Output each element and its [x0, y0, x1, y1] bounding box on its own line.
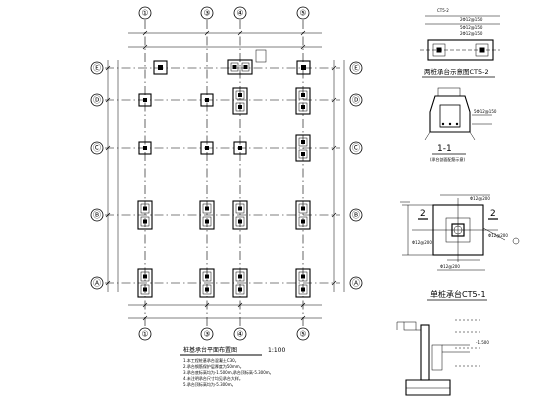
grid-label: ① [141, 9, 148, 18]
dimension-lines [105, 30, 345, 321]
detail-ct5-2: CT5-2 2Φ12@150 5Φ12@150 2Φ12@150 两桩承台示意图… [420, 8, 500, 78]
grid-bubble [138, 6, 152, 20]
grid-label: ⑤ [299, 330, 306, 339]
grid-bubbles-left: Ⓔ Ⓓ Ⓒ Ⓑ Ⓐ [90, 61, 104, 290]
pile-cap [138, 93, 152, 107]
wall-section-detail: -1.500 [396, 319, 489, 396]
section-1-1: 5Φ12@150 1-1 (承台剖面配筋示意) [424, 87, 497, 162]
pile-cap-double [137, 200, 153, 230]
pile-cap-double [295, 268, 311, 298]
pile-cap [153, 60, 168, 75]
plan-note: 5.承台顶标高均为-5.300m。 [183, 381, 236, 387]
grid-bubbles-right: Ⓔ Ⓓ Ⓒ Ⓑ Ⓐ [349, 61, 363, 290]
rebar-note: 2Φ12@150 [460, 31, 483, 36]
pile-cap [233, 141, 247, 155]
grid-label: ③ [203, 9, 210, 18]
grid-label: ③ [203, 330, 210, 339]
section-note: 5Φ12@150 [474, 109, 497, 114]
rebar-note: Φ12@200 [412, 240, 432, 245]
pile-cap-double [232, 268, 248, 298]
cut-label: 2 [490, 209, 496, 219]
pile-cap-double [199, 268, 215, 298]
grid-bubble [200, 6, 214, 20]
rebar-note: Φ12@200 [440, 264, 460, 269]
pile-cap-group [227, 49, 267, 75]
grid-label: Ⓑ [93, 211, 101, 220]
cut-label: 2 [420, 209, 426, 219]
plan-scale: 1:100 [268, 347, 285, 354]
grid-label: Ⓐ [93, 279, 101, 288]
grid-label: Ⓑ [352, 211, 360, 220]
grid-bubbles-bottom: ① ③ ④ ⑤ [138, 327, 310, 341]
section-label: 1-1 [437, 144, 452, 154]
plan-title-block: 桩基承台平面布置图 1:100 1.本工程桩基承台混凝土C30。 2.承台钢筋保… [180, 346, 285, 387]
rebar-note: Φ12@200 [488, 233, 508, 238]
grid-bubble [233, 327, 247, 341]
rebar-note: 2Φ12@150 [460, 17, 483, 22]
detail-title: 单桩承台CT5-1 [430, 289, 486, 299]
plan-title: 桩基承台平面布置图 [183, 346, 237, 354]
grid-label: ① [141, 330, 148, 339]
pile-cap [200, 141, 214, 155]
grid-label: ④ [236, 330, 243, 339]
grid-bubble [296, 6, 310, 20]
grid-label: ⑤ [299, 9, 306, 18]
grid-label: Ⓒ [352, 144, 360, 153]
grid-bubble [233, 6, 247, 20]
pile-cap [296, 60, 311, 75]
pile-cap-double [199, 200, 215, 230]
detail-small-label: CT5-2 [437, 8, 449, 13]
grid-bubble [138, 327, 152, 341]
pile-cap-double [137, 268, 153, 298]
grid-label: Ⓔ [352, 64, 360, 73]
pile-cap-double [295, 87, 311, 115]
plan-note: 3.承台底标高均为-1.500m,承台顶标高-5.300m。 [183, 369, 274, 375]
pile-cap-double [232, 87, 248, 115]
elevation-note: -1.500 [476, 340, 489, 345]
detail-ct5-1: 2 2 Φ12@200 Φ12@200 Φ12@200 Φ12@200 单桩承台… [400, 194, 520, 301]
grid-label: Ⓐ [352, 279, 360, 288]
grid-label: ④ [236, 9, 243, 18]
section-caption: (承台剖面配筋示意) [430, 156, 466, 162]
plan-note: 2.承台钢筋保护层厚度为50mm。 [183, 363, 244, 369]
pile-cap [138, 141, 152, 155]
rebar-note: 5Φ12@150 [460, 25, 483, 30]
pile-cap-double [295, 200, 311, 230]
detail-title: 两桩承台示意图CT5-2 [424, 67, 489, 76]
plan-note: 1.本工程桩基承台混凝土C30。 [183, 357, 239, 363]
grid-label: Ⓓ [93, 96, 101, 105]
grid-bubbles-top: ① ③ ④ ⑤ [138, 6, 310, 20]
pile-caps [137, 49, 311, 298]
grid-label: Ⓓ [352, 96, 360, 105]
grid-bubble [200, 327, 214, 341]
grid-label: Ⓒ [93, 144, 101, 153]
pile-cap [200, 93, 214, 107]
pile-cap-double [232, 200, 248, 230]
grid-bubble [296, 327, 310, 341]
grid-label: Ⓔ [93, 64, 101, 73]
plan-note: 4.未注明承台尺寸均见承台大样。 [183, 375, 243, 381]
pile-cap-double [295, 134, 311, 162]
rebar-note: Φ12@200 [470, 196, 490, 201]
